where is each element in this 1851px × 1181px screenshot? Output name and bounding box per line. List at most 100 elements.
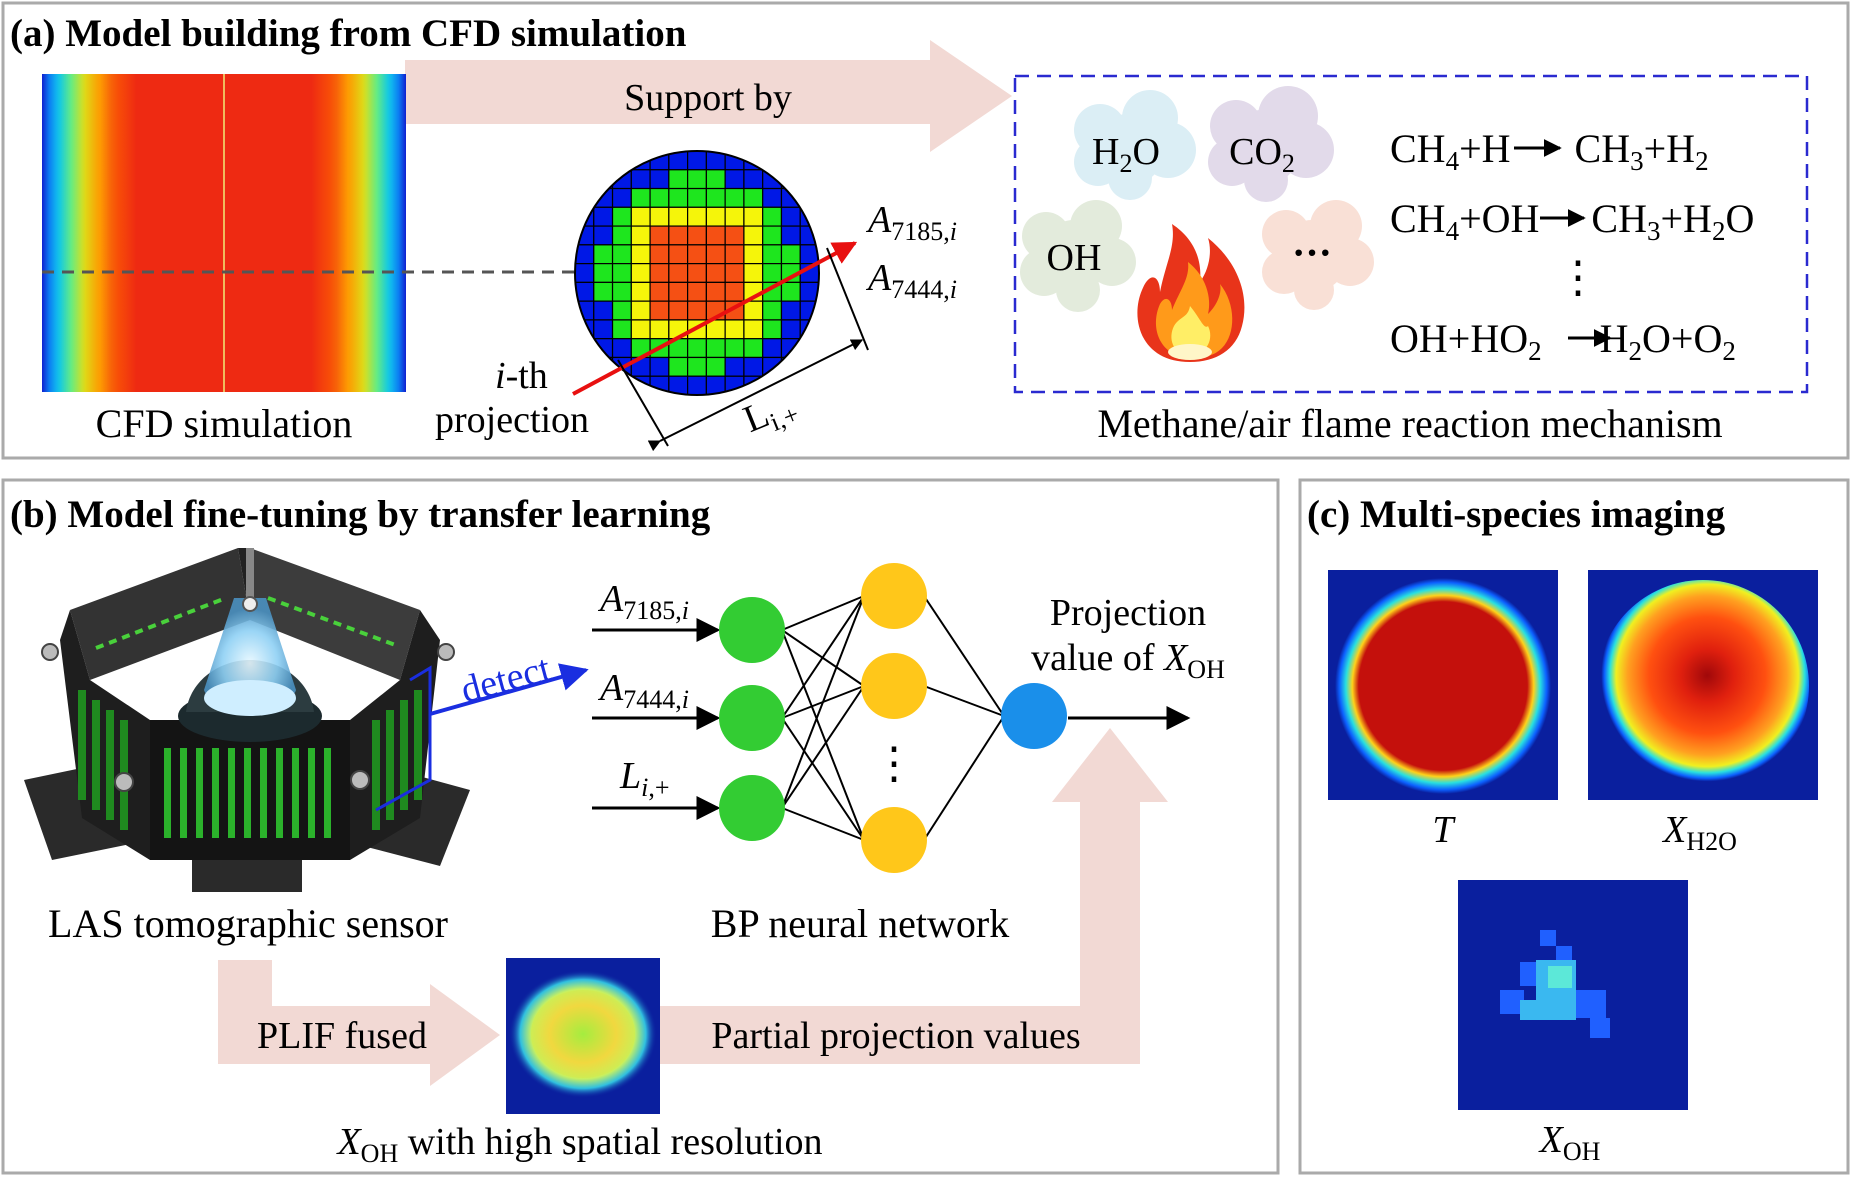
grid-cell <box>611 281 632 302</box>
grid-cell <box>799 225 819 246</box>
grid-cell <box>799 300 819 321</box>
grid-cell <box>630 263 651 283</box>
grid-cell <box>649 169 670 190</box>
grid-cell <box>668 300 689 321</box>
hidden-node <box>861 563 927 629</box>
grid-cell <box>743 263 764 283</box>
grid-cell <box>649 356 670 377</box>
plif-label: PLIF fused <box>257 1015 427 1057</box>
grid-cell <box>668 244 689 265</box>
grid-cell <box>705 225 726 246</box>
network-label: BP neural network <box>711 901 1009 946</box>
grid-cell <box>668 356 689 377</box>
grid-cell <box>649 281 670 302</box>
grid-cell <box>705 244 726 265</box>
species-co2: CO2 <box>1229 131 1295 178</box>
grid-cell <box>762 225 783 246</box>
hidden-vdots: ⋮ <box>872 739 916 788</box>
plif-arrow <box>218 960 500 1086</box>
grid-cell <box>724 375 745 395</box>
input-layer <box>719 597 785 841</box>
grid-cell <box>743 244 764 265</box>
grid-cell <box>687 356 707 377</box>
h2o-map <box>1588 570 1818 800</box>
grid-cell <box>799 375 819 395</box>
grid-cell <box>687 263 707 283</box>
panel-a: (a) Model building from CFD simulation S… <box>1 1 1850 460</box>
grid-cell <box>611 338 632 359</box>
grid-cell <box>668 225 689 246</box>
grid-cell <box>799 319 819 340</box>
grid-cell <box>780 281 801 302</box>
grid-cell <box>649 225 670 246</box>
detect-label: detect <box>456 647 555 711</box>
detect-arrow <box>429 663 589 716</box>
grid-cell <box>743 225 764 246</box>
grid-cell <box>743 338 764 359</box>
support-arrow <box>405 40 1012 152</box>
grid-cell <box>649 206 670 227</box>
grid-cell <box>668 187 689 208</box>
grid-cell <box>743 187 764 208</box>
grid-cell <box>724 338 745 359</box>
input-node <box>719 597 785 663</box>
panel-a-border <box>1 1 1850 460</box>
panel-c-title: (c) Multi-species imaging <box>1307 493 1726 536</box>
hidden-node <box>861 807 927 873</box>
grid-cell <box>743 356 764 377</box>
grid-cell <box>705 281 726 302</box>
panel-c-border <box>1298 478 1850 1175</box>
species-oh: OH <box>1047 237 1102 279</box>
grid-cell <box>575 206 595 227</box>
grid-cell <box>705 263 726 283</box>
panel-a-title: (a) Model building from CFD simulation <box>10 12 687 55</box>
grid-cell <box>593 244 614 265</box>
grid-cell <box>649 151 670 171</box>
network-edges <box>781 595 1005 841</box>
grid-cell <box>575 187 595 208</box>
grid-cell <box>724 169 745 190</box>
length-ext-right <box>826 247 869 351</box>
grid-cell <box>799 338 819 359</box>
a7444-label: A7444,i <box>865 257 957 304</box>
grid-cell <box>649 187 670 208</box>
oh-map <box>1458 880 1688 1110</box>
reaction-vdots: ⋮ <box>1556 253 1600 302</box>
grid-cell <box>649 244 670 265</box>
grid-cell <box>575 356 595 377</box>
grid-cell <box>611 300 632 321</box>
grid-cell <box>687 187 707 208</box>
output-node <box>1001 683 1067 749</box>
grid-cell <box>630 375 651 395</box>
output-label-1: Projection <box>1050 592 1206 634</box>
grid-cell <box>630 151 651 171</box>
panel-b: (b) Model fine-tuning by transfer learni… <box>1 478 1280 1175</box>
grid-cell <box>724 244 745 265</box>
grid-cell <box>630 206 651 227</box>
grid-cell <box>687 225 707 246</box>
grid-cell <box>780 244 801 265</box>
grid-cell <box>687 281 707 302</box>
input-node <box>719 775 785 841</box>
grid-cell <box>687 300 707 321</box>
grid-cell <box>743 319 764 340</box>
hidden-layer <box>861 563 927 873</box>
grid-cell <box>724 225 745 246</box>
grid-cell <box>780 151 801 171</box>
input-length: Li,+ <box>619 755 670 802</box>
grid-cell <box>780 319 801 340</box>
grid-cell <box>762 319 783 340</box>
grid-cell <box>687 244 707 265</box>
network-edge <box>781 685 865 809</box>
input-node <box>719 685 785 751</box>
network-edge <box>781 595 865 809</box>
grid-cell <box>762 151 783 171</box>
cloud-more: ··· <box>1262 200 1374 310</box>
grid-cell <box>593 169 614 190</box>
grid-cell <box>799 169 819 190</box>
grid-cell <box>668 169 689 190</box>
